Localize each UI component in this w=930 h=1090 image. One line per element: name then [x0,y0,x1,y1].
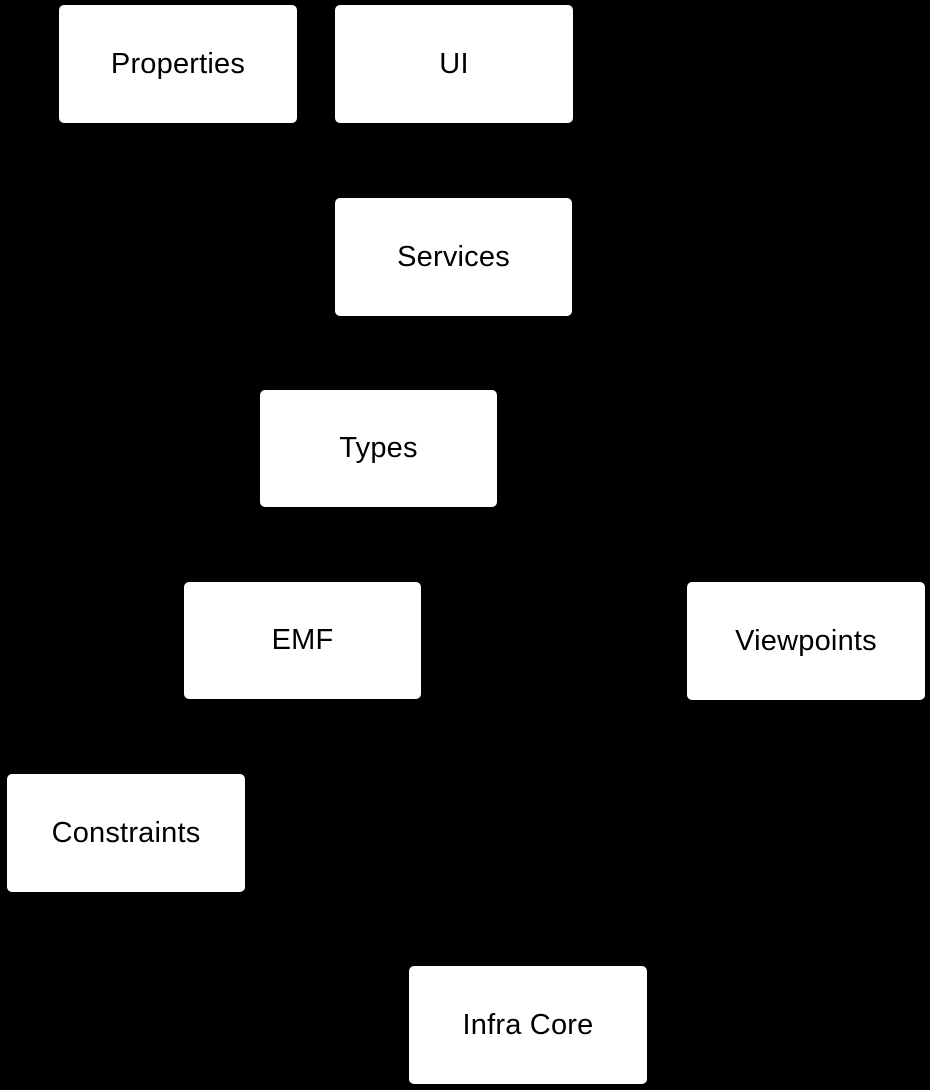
node-properties-label: Properties [110,47,246,80]
node-types: Types [260,390,497,507]
node-ui: UI [335,5,573,123]
node-properties: Properties [59,5,297,123]
node-emf-label: EMF [271,624,334,656]
node-constraints-label: Constraints [51,816,201,849]
node-ui-label: UI [439,47,469,80]
node-viewpoints: Viewpoints [687,582,925,700]
node-emf: EMF [184,582,421,699]
node-infra-core: Infra Core [409,966,647,1084]
node-constraints: Constraints [7,774,245,892]
node-viewpoints-label: Viewpoints [735,624,877,657]
node-infra-core-label: Infra Core [462,1008,594,1041]
node-services-label: Services [397,240,510,273]
node-types-label: Types [339,432,418,464]
node-services: Services [335,198,572,316]
